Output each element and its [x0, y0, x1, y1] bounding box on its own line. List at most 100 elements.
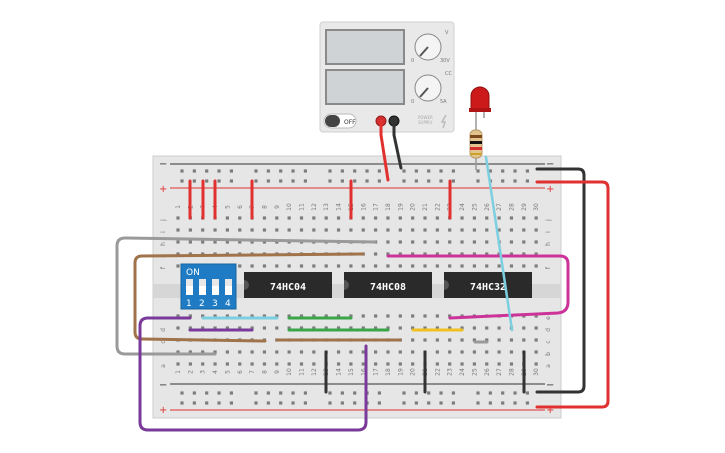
breadboard-hole[interactable] — [386, 314, 390, 318]
breadboard-hole[interactable] — [423, 326, 427, 330]
breadboard-hole[interactable] — [275, 216, 279, 220]
breadboard-hole[interactable] — [411, 326, 415, 330]
breadboard-hole[interactable] — [534, 362, 538, 366]
breadboard-hole[interactable] — [353, 179, 357, 183]
breadboard-hole[interactable] — [188, 326, 192, 330]
breadboard-hole[interactable] — [299, 264, 304, 268]
breadboard-hole[interactable] — [448, 240, 452, 244]
breadboard-hole[interactable] — [522, 216, 526, 220]
dip-toggle-3[interactable] — [212, 279, 219, 295]
breadboard-hole[interactable] — [349, 264, 353, 268]
breadboard-hole[interactable] — [250, 362, 254, 366]
breadboard-hole[interactable] — [525, 179, 529, 183]
breadboard-hole[interactable] — [423, 264, 427, 268]
breadboard-hole[interactable] — [451, 401, 455, 405]
breadboard-hole[interactable] — [476, 179, 480, 183]
breadboard-hole[interactable] — [353, 169, 357, 173]
breadboard-hole[interactable] — [427, 391, 431, 395]
breadboard-hole[interactable] — [279, 391, 283, 395]
breadboard-hole[interactable] — [336, 350, 341, 354]
breadboard-hole[interactable] — [513, 401, 517, 405]
breadboard-hole[interactable] — [485, 362, 489, 366]
breadboard-hole[interactable] — [386, 240, 390, 244]
breadboard-hole[interactable] — [460, 240, 464, 244]
breadboard-hole[interactable] — [522, 264, 526, 268]
breadboard-hole[interactable] — [229, 401, 233, 405]
breadboard-hole[interactable] — [361, 326, 365, 330]
breadboard-hole[interactable] — [377, 169, 381, 173]
breadboard-hole[interactable] — [299, 314, 304, 318]
dip-toggle-2[interactable] — [199, 279, 206, 295]
breadboard-hole[interactable] — [336, 228, 341, 232]
power-supply[interactable]: V CC 30V 5A 0 0 OFF POWER SUPPLY — [319, 21, 455, 133]
breadboard-hole[interactable] — [324, 216, 328, 220]
breadboard-hole[interactable] — [488, 401, 492, 405]
breadboard-hole[interactable] — [188, 350, 192, 354]
breadboard-hole[interactable] — [534, 350, 538, 354]
breadboard-hole[interactable] — [374, 228, 378, 232]
breadboard-hole[interactable] — [439, 391, 443, 395]
breadboard-hole[interactable] — [488, 169, 492, 173]
breadboard-hole[interactable] — [497, 252, 501, 256]
breadboard-hole[interactable] — [497, 338, 501, 342]
breadboard-hole[interactable] — [262, 240, 267, 244]
breadboard-hole[interactable] — [225, 350, 229, 354]
breadboard-hole[interactable] — [497, 326, 501, 330]
breadboard-hole[interactable] — [398, 326, 402, 330]
breadboard-hole[interactable] — [374, 350, 378, 354]
breadboard-hole[interactable] — [386, 326, 390, 330]
breadboard-hole[interactable] — [287, 362, 291, 366]
breadboard-hole[interactable] — [497, 362, 501, 366]
breadboard-hole[interactable] — [525, 169, 529, 173]
breadboard-hole[interactable] — [262, 216, 267, 220]
breadboard-hole[interactable] — [180, 179, 184, 183]
breadboard-hole[interactable] — [340, 391, 344, 395]
breadboard-hole[interactable] — [250, 240, 254, 244]
breadboard-hole[interactable] — [525, 391, 529, 395]
breadboard-hole[interactable] — [522, 338, 526, 342]
breadboard-hole[interactable] — [423, 338, 427, 342]
dip-toggle-1[interactable] — [186, 279, 193, 295]
breadboard-hole[interactable] — [386, 216, 390, 220]
breadboard-hole[interactable] — [448, 264, 452, 268]
breadboard-hole[interactable] — [411, 240, 415, 244]
breadboard-hole[interactable] — [192, 401, 196, 405]
breadboard-hole[interactable] — [435, 228, 439, 232]
breadboard-hole[interactable] — [176, 326, 180, 330]
breadboard-hole[interactable] — [225, 240, 229, 244]
breadboard-hole[interactable] — [250, 228, 254, 232]
breadboard-hole[interactable] — [213, 240, 217, 244]
breadboard-hole[interactable] — [328, 179, 332, 183]
breadboard-hole[interactable] — [299, 326, 304, 330]
breadboard-hole[interactable] — [377, 179, 381, 183]
breadboard-hole[interactable] — [176, 264, 180, 268]
breadboard-hole[interactable] — [497, 216, 501, 220]
breadboard-hole[interactable] — [250, 264, 254, 268]
breadboard-hole[interactable] — [192, 169, 196, 173]
breadboard-hole[interactable] — [303, 401, 307, 405]
breadboard-hole[interactable] — [435, 362, 439, 366]
breadboard-hole[interactable] — [423, 228, 427, 232]
breadboard-hole[interactable] — [312, 314, 316, 318]
breadboard-hole[interactable] — [398, 240, 402, 244]
breadboard-hole[interactable] — [398, 314, 402, 318]
breadboard-hole[interactable] — [476, 401, 480, 405]
breadboard-hole[interactable] — [287, 314, 291, 318]
breadboard-hole[interactable] — [336, 314, 341, 318]
breadboard-hole[interactable] — [188, 252, 192, 256]
breadboard-hole[interactable] — [534, 252, 538, 256]
breadboard-hole[interactable] — [349, 228, 353, 232]
breadboard-hole[interactable] — [509, 362, 514, 366]
breadboard-hole[interactable] — [349, 314, 353, 318]
breadboard-hole[interactable] — [534, 216, 538, 220]
breadboard-hole[interactable] — [291, 179, 295, 183]
breadboard-hole[interactable] — [435, 326, 439, 330]
breadboard-hole[interactable] — [324, 326, 328, 330]
breadboard-hole[interactable] — [398, 350, 402, 354]
breadboard-hole[interactable] — [485, 350, 489, 354]
breadboard-hole[interactable] — [439, 169, 443, 173]
breadboard-hole[interactable] — [176, 314, 180, 318]
breadboard-hole[interactable] — [435, 350, 439, 354]
breadboard-hole[interactable] — [205, 169, 209, 173]
breadboard-hole[interactable] — [188, 240, 192, 244]
